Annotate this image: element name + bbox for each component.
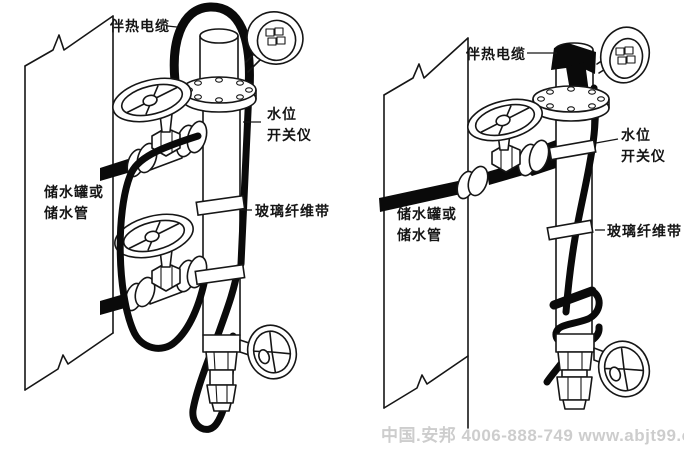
tank-wall-right [383, 37, 469, 429]
fiberglass-tape-band-right-1 [548, 139, 597, 161]
dial-gauge-left [245, 11, 304, 73]
label-fiberglass-tape-left: 玻璃纤维带 [255, 203, 330, 219]
label-tank-left-2: 储水管 [44, 205, 89, 221]
handwheel-lower-left [114, 213, 194, 259]
instrument-cap-left [199, 28, 239, 81]
heat-cable-right-wrap [549, 286, 597, 310]
level-switch-pipe-left [202, 95, 241, 336]
watermark: 中国.安邦 4006-888-749 www.abjt99.com [381, 426, 684, 445]
drain-fittings-left [202, 324, 298, 412]
label-water-level-right-1: 水位 [621, 127, 651, 143]
dial-cubes-icon [265, 27, 286, 46]
flange-right [532, 85, 610, 122]
drain-handwheel-right [597, 340, 651, 398]
leader-lines-left [166, 25, 261, 211]
label-water-level-left-1: 水位 [267, 106, 297, 122]
drain-fittings-right [555, 333, 651, 410]
label-heat-cable-right: 伴热电缆 [466, 46, 526, 62]
heat-cable-left-top-loop [169, 2, 254, 101]
tank-wall-left [24, 15, 114, 391]
dial-gauge-right [596, 26, 651, 84]
leader-lines-right [527, 52, 619, 231]
pipe-stub-right [379, 181, 461, 212]
heat-cable-left-descent [237, 86, 253, 268]
heat-cable-left-upper-loop [116, 132, 210, 352]
label-water-level-right-2: 开关仪 [621, 148, 666, 164]
label-fiberglass-tape-right: 玻璃纤维带 [607, 223, 682, 239]
fiberglass-tape-band-right-2 [546, 219, 594, 241]
handwheel-right [467, 98, 543, 142]
dial-cubes-icon [615, 46, 636, 65]
valve-right [456, 98, 550, 200]
fiberglass-tape-band-left-2 [194, 263, 246, 286]
label-tank-left-1: 储水罐或 [44, 184, 104, 200]
drain-handwheel-left [246, 324, 298, 380]
label-heat-cable-left: 伴热电缆 [110, 18, 170, 34]
label-water-level-left-2: 开关仪 [267, 127, 312, 143]
valve-lower-left [114, 213, 208, 312]
diagram-left-art [24, 2, 304, 433]
handwheel-upper-left [112, 77, 192, 123]
flange-left [181, 76, 257, 113]
diagram-right-art [379, 26, 651, 429]
fiberglass-tape-band-left-1 [195, 194, 246, 217]
pipe-segment-right [487, 161, 527, 185]
label-tank-right-1: 储水罐或 [397, 206, 457, 222]
label-tank-right-2: 储水管 [397, 227, 442, 243]
